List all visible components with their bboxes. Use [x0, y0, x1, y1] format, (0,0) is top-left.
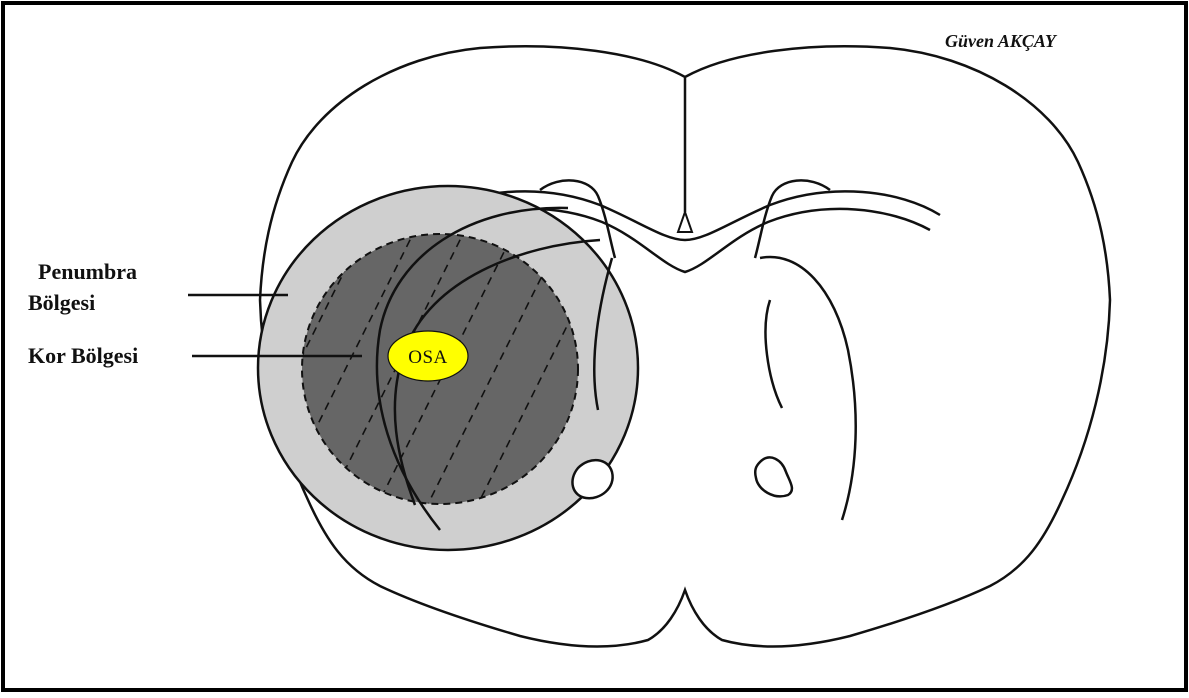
penumbra-label-line1: Penumbra — [38, 259, 137, 284]
author-credit: Güven AKÇAY — [945, 31, 1058, 51]
left-oval-structure — [572, 460, 612, 498]
osa-label: OSA — [408, 347, 448, 368]
penumbra-label-line2: Bölgesi — [28, 290, 95, 315]
core-label: Kor Bölgesi — [28, 343, 138, 368]
